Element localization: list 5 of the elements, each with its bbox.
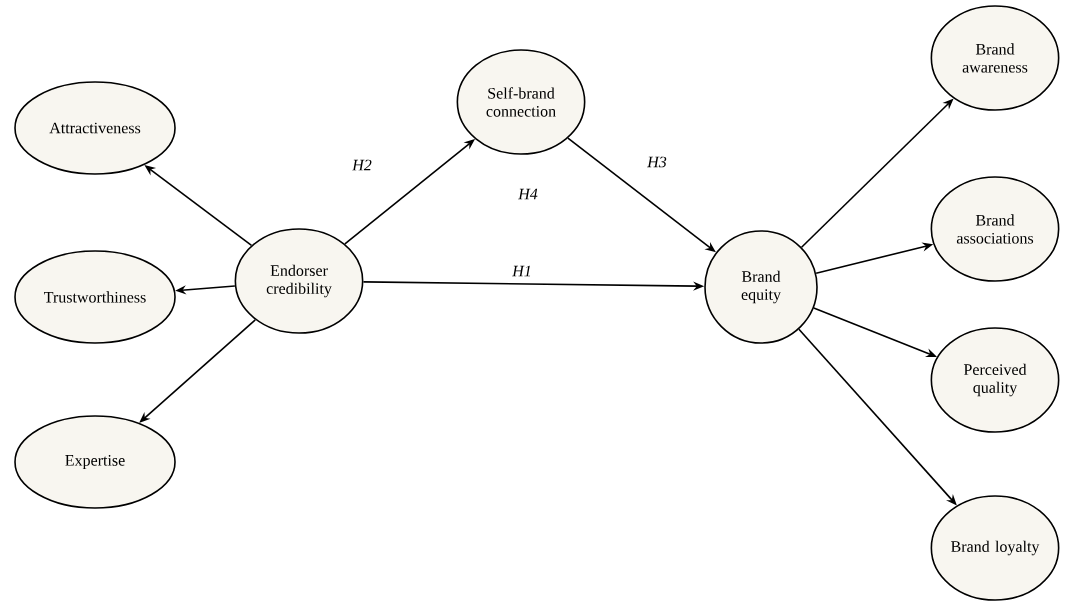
edge-label: H1: [511, 264, 533, 278]
edge-label: H2: [351, 158, 373, 172]
arrow: [139, 318, 257, 423]
hypothesis-label: H4: [518, 188, 538, 200]
edge-label: H3: [646, 155, 668, 169]
